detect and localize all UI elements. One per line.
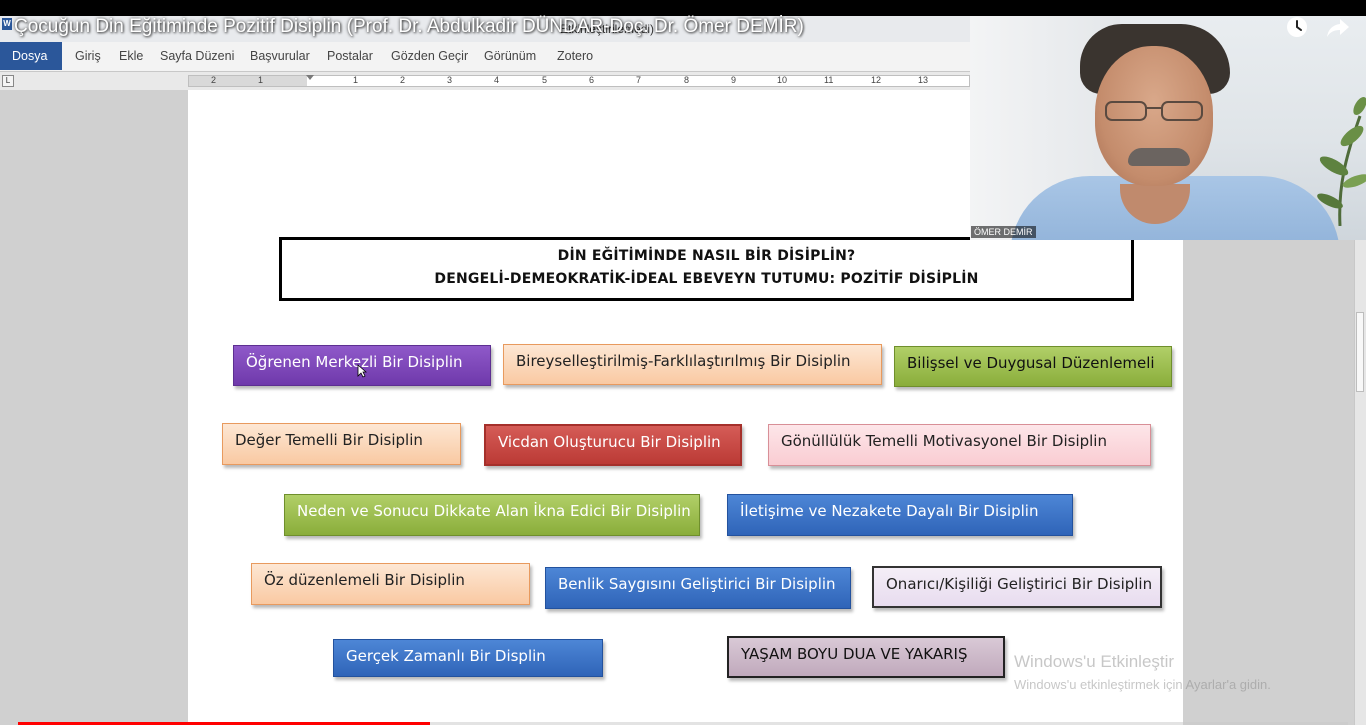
person-moustache [1128,148,1190,166]
discipline-box: Benlik Saygısını Geliştirici Bir Disipli… [545,567,851,609]
discipline-box: Bilişsel ve Duygusal Düzenlemeli [894,346,1172,387]
tab-stop-selector[interactable]: L [2,75,14,87]
discipline-box: Öğrenen Merkezli Bir Disiplin [233,345,491,386]
ruler-number: 10 [777,75,788,85]
ruler-number: 5 [542,75,548,85]
document-background-right [1183,240,1366,725]
plant-icon [1317,96,1366,226]
tab-view[interactable]: Görünüm [484,49,537,63]
slide-title-box: DİN EĞİTİMİNDE NASIL BİR DİSİPLİN? DENGE… [279,237,1134,301]
slide-title-line-1: DİN EĞİTİMİNDE NASIL BİR DİSİPLİN? [557,248,856,264]
tab-mailings[interactable]: Postalar [327,49,373,63]
discipline-box: Gerçek Zamanlı Bir Displin [333,639,603,677]
word-titlebar [0,16,970,42]
ruler-number: 6 [589,75,595,85]
top-strip [0,0,1366,16]
participant-name-label: ÖMER DEMİR [971,226,1036,238]
slide-title-line-2: DENGELİ-DEMEOKRATİK-İDEAL EBEVEYN TUTUMU… [434,271,979,287]
scrollbar-thumb[interactable] [1356,312,1364,392]
discipline-box: Onarıcı/Kişiliği Geliştirici Bir Disipli… [872,566,1162,608]
ruler-number: 4 [494,75,500,85]
tab-zotero[interactable]: Zotero [557,49,594,63]
glasses-icon [1105,101,1203,121]
discipline-box: İletişime ve Nezakete Dayalı Bir Disipli… [727,494,1073,536]
ruler-number: 3 [447,75,453,85]
discipline-box: Değer Temelli Bir Disiplin [222,423,461,465]
ruler-number: 11 [824,75,834,85]
mouse-cursor-icon [357,364,367,378]
indent-marker[interactable] [306,75,314,80]
horizontal-ruler[interactable]: 2 1 1 2 3 4 5 6 7 8 9 10 11 12 13 [188,75,970,87]
ruler-number: 1 [353,75,359,85]
ruler-number: 1 [258,75,264,85]
ruler-number: 2 [400,75,406,85]
ruler-number: 2 [211,75,217,85]
ruler-number: 9 [731,75,737,85]
tab-file[interactable]: Dosya [0,42,62,70]
tab-page-layout[interactable]: Sayfa Düzeni [160,49,235,63]
watch-later-clock-icon[interactable] [1286,16,1308,38]
video-progress-track[interactable] [18,722,1348,725]
discipline-box: YAŞAM BOYU DUA VE YAKARIŞ [727,636,1005,678]
discipline-box: Gönüllülük Temelli Motivasyonel Bir Disi… [768,424,1151,466]
document-background-left [0,90,188,725]
tab-review[interactable]: Gözden Geçir [391,49,469,63]
discipline-box: Neden ve Sonucu Dikkate Alan İkna Edici … [284,494,700,536]
windows-activation-watermark-title: Windows'u Etkinleştir [1014,652,1175,671]
video-title[interactable]: Çocuğun Din Eğitiminde Pozitif Disiplin … [14,16,804,37]
ruler-number: 13 [918,75,929,85]
word-app-icon: W [2,18,12,30]
webcam-video [970,16,1366,240]
discipline-box: Öz düzenlemeli Bir Disiplin [251,563,530,605]
windows-activation-watermark-subtitle: Windows'u etkinleştirmek için Ayarlar'a … [1014,677,1271,692]
tab-insert[interactable]: Ekle [119,49,144,63]
tab-home[interactable]: Giriş [75,49,101,63]
ruler-number: 7 [636,75,642,85]
ruler-number: 12 [871,75,882,85]
video-progress-fill[interactable] [18,722,430,725]
word-document-title: Etkinleştirilemedi) [560,22,655,36]
word-ribbon: Dosya Giriş Ekle Sayfa Düzeni Başvurular… [0,42,970,72]
tab-references[interactable]: Başvurular [250,49,310,63]
discipline-box: Bireyselleştirilmiş-Farklılaştırılmış Bi… [503,344,882,385]
discipline-box: Vicdan Oluşturucu Bir Disiplin [484,424,742,466]
share-arrow-icon[interactable] [1326,17,1350,39]
ruler-margin [189,76,307,86]
ruler-number: 8 [684,75,690,85]
